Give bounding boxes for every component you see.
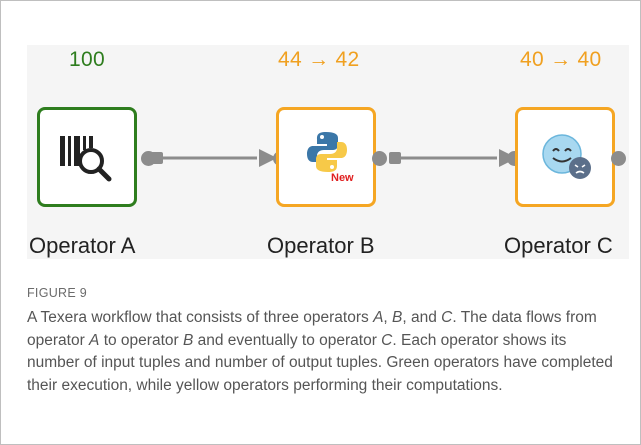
workflow-links bbox=[157, 149, 517, 167]
caption-operator-c: C bbox=[381, 331, 393, 349]
operator-c-node[interactable] bbox=[515, 107, 615, 207]
operator-b-output-port-square[interactable] bbox=[389, 152, 401, 164]
caption-operator-a: A bbox=[373, 309, 384, 326]
operator-a-output-port-square[interactable] bbox=[151, 152, 163, 164]
caption-text: A Texera workflow that consists of three… bbox=[27, 309, 374, 326]
operator-c-label: Operator C bbox=[504, 233, 613, 258]
figure-caption: A Texera workflow that consists of three… bbox=[27, 307, 617, 397]
caption-separator: , and bbox=[402, 309, 442, 326]
workflow-canvas: 100 44 → 42 40 → 40 bbox=[27, 45, 629, 259]
operator-a-count: 100 bbox=[69, 48, 105, 71]
link-b-to-c[interactable] bbox=[399, 149, 517, 167]
caption-text: . Each operator shows its number of inpu… bbox=[27, 331, 613, 394]
link-a-to-b[interactable] bbox=[157, 149, 277, 167]
operator-c-count: 40 → 40 bbox=[520, 48, 602, 71]
operator-b-count: 44 → 42 bbox=[278, 48, 360, 71]
caption-operator-c: C bbox=[441, 309, 453, 326]
barcode-search-icon bbox=[60, 136, 112, 182]
caption-operator-b: B bbox=[392, 309, 403, 326]
caption-separator: , bbox=[383, 309, 393, 326]
python-icon bbox=[307, 132, 347, 172]
operator-c-output-port[interactable] bbox=[611, 151, 626, 166]
operator-a-label: Operator A bbox=[29, 233, 136, 258]
caption-operator-a: A bbox=[89, 331, 100, 349]
new-badge: New bbox=[331, 172, 354, 184]
caption-operator-b: B bbox=[182, 331, 194, 349]
caption-text: and eventually to operator bbox=[193, 331, 382, 349]
figure-label: FIGURE 9 bbox=[27, 286, 88, 300]
caption-text: . The data flows from operator bbox=[27, 309, 597, 349]
operator-b-output-port[interactable] bbox=[372, 151, 387, 166]
operator-b-node[interactable]: New bbox=[276, 107, 376, 207]
operator-a-node[interactable] bbox=[37, 107, 137, 207]
caption-text: to operator bbox=[99, 331, 183, 349]
sentiment-faces-icon bbox=[542, 134, 591, 179]
operator-b-label: Operator B bbox=[267, 233, 375, 258]
